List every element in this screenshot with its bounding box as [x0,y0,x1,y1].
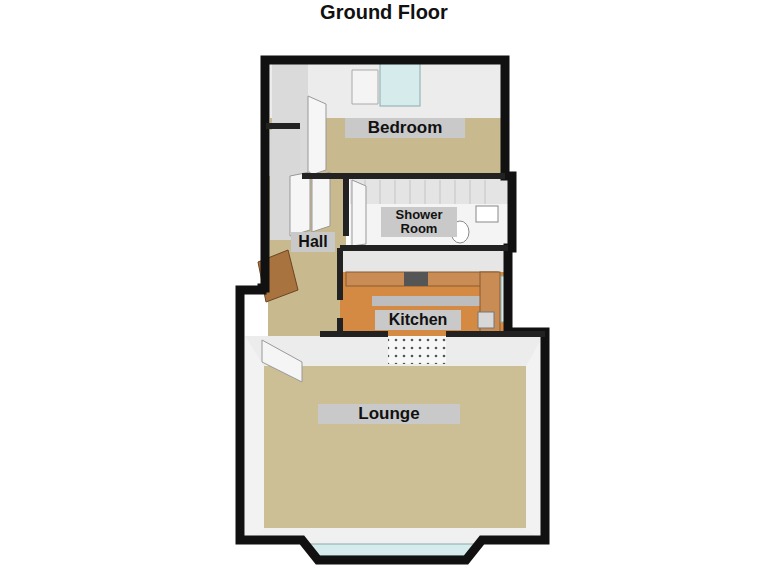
units [372,296,496,306]
outer-wall [240,60,545,560]
room-label-band: Kitchen [375,310,461,330]
shower-room-door [352,180,366,246]
plan-title: Ground Floor [0,1,768,24]
room-label-band: Bedroom [345,118,465,139]
lounge-floor [264,366,526,528]
shower-room-floor [350,178,508,248]
cupboard-door [290,172,310,236]
bedroom-window [380,58,420,106]
inner-wall [266,126,545,334]
room-name: Bedroom [351,119,459,138]
inner-wall [340,176,346,334]
hob [404,272,428,286]
room-label-band: Shower Room [381,207,457,238]
room-name: Lounge [324,405,454,424]
lounge-door [262,340,302,382]
basin [476,206,498,222]
bedroom-window-recess [352,70,378,104]
kitchen-doorway-tiles [388,336,446,364]
room-name: Kitchen [381,311,455,329]
wardrobe-door [308,96,326,176]
room-name: Shower Room [387,208,451,237]
room-label-band: Lounge [318,404,460,425]
bay-window [306,544,480,556]
wall-tiles [365,180,485,204]
room-label-band: Hall [291,232,335,252]
kitchen-floor [340,272,506,336]
worktop [346,272,498,286]
sink [478,312,494,328]
lounge-right-wall [526,336,543,540]
shower-room-back-wall [350,178,508,204]
kitchen-back-wall [340,250,506,274]
cupboard-door [312,172,330,232]
lounge-left-wall [245,336,264,540]
room-name: Hall [297,233,329,251]
